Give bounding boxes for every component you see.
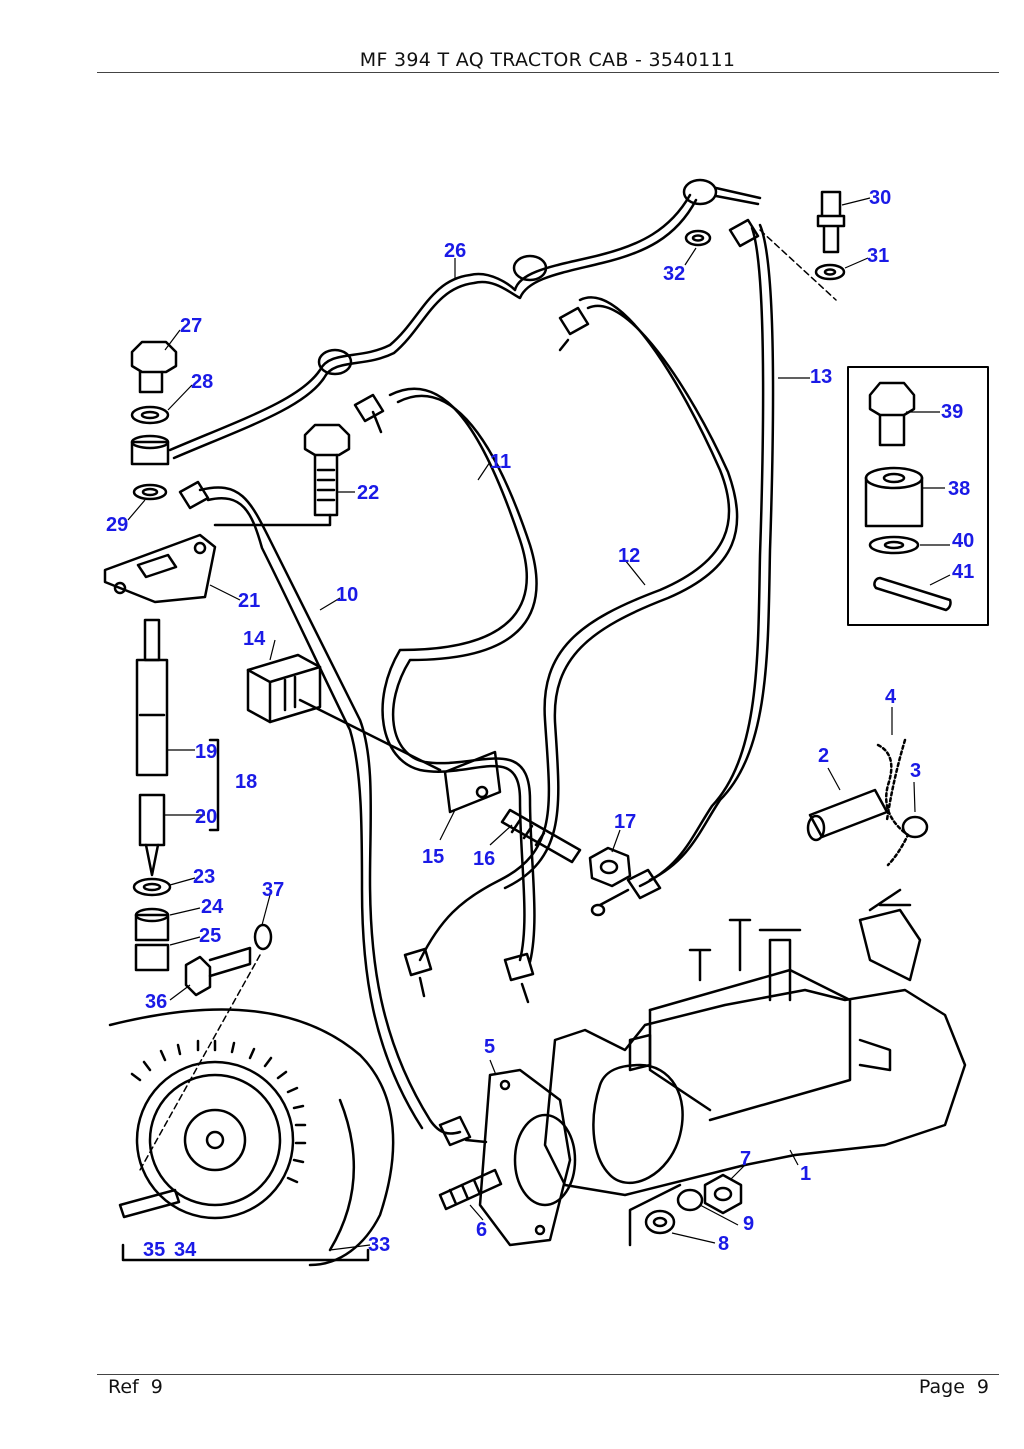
- callout-35: 35: [143, 1239, 165, 1261]
- callout-7: 7: [740, 1148, 751, 1170]
- callout-11: 11: [490, 451, 511, 473]
- footer-ref: Ref 9: [108, 1376, 175, 1398]
- callout-28: 28: [191, 371, 213, 393]
- pipe-13: [648, 223, 775, 882]
- callout-26: 26: [444, 240, 466, 262]
- ref-value: 9: [150, 1376, 163, 1398]
- callout-31: 31: [867, 245, 889, 267]
- callout-17: 17: [614, 811, 636, 833]
- callout-30: 30: [869, 187, 891, 209]
- page-label: Page: [918, 1376, 965, 1398]
- callout-13: 13: [810, 366, 832, 388]
- callout-16: 16: [473, 848, 495, 870]
- callout-6: 6: [476, 1219, 487, 1241]
- callout-21: 21: [238, 590, 260, 612]
- callout-20: 20: [195, 806, 217, 828]
- callout-39: 39: [941, 401, 963, 423]
- callout-18: 18: [235, 771, 257, 793]
- pipe-10: [198, 486, 462, 1135]
- callout-41: 41: [952, 561, 974, 583]
- footer-rule: [97, 1374, 999, 1375]
- callout-10: 10: [336, 584, 358, 606]
- page-title: MF 394 T AQ TRACTOR CAB - 3540111: [359, 49, 736, 71]
- callout-2: 2: [818, 745, 829, 767]
- callout-4: 4: [885, 686, 897, 708]
- callout-8: 8: [718, 1233, 729, 1255]
- header-rule: [97, 72, 999, 73]
- callout-15: 15: [422, 846, 444, 868]
- callout-37: 37: [262, 879, 284, 901]
- callout-24: 24: [201, 896, 224, 918]
- callout-1: 1: [800, 1163, 811, 1185]
- pipe-26: [168, 193, 692, 452]
- callout-5: 5: [484, 1036, 495, 1058]
- callout-9: 9: [743, 1213, 754, 1235]
- callout-19: 19: [195, 741, 217, 763]
- page-value: 9: [976, 1376, 989, 1398]
- ref-label: Ref: [108, 1376, 139, 1398]
- callout-25: 25: [199, 925, 221, 947]
- callout-36: 36: [145, 991, 167, 1013]
- callout-34: 34: [174, 1239, 197, 1261]
- callout-32: 32: [663, 263, 685, 285]
- callout-40: 40: [952, 530, 974, 552]
- callout-23: 23: [193, 866, 215, 888]
- callout-29: 29: [106, 514, 128, 536]
- pipe-12: [418, 296, 731, 962]
- callout-27: 27: [180, 315, 202, 337]
- callout-12: 12: [618, 545, 640, 567]
- callout-22: 22: [357, 482, 379, 504]
- callout-3: 3: [910, 760, 921, 782]
- pipe-11: [381, 387, 528, 962]
- callout-33: 33: [368, 1234, 390, 1256]
- callout-14: 14: [243, 628, 266, 650]
- callout-38: 38: [948, 478, 970, 500]
- footer-page: Page 9: [919, 1376, 989, 1398]
- callout-numbers: 1 2 3 4 5 6 7 8 9 10 11 12 13 14 15 16 1…: [106, 187, 974, 1261]
